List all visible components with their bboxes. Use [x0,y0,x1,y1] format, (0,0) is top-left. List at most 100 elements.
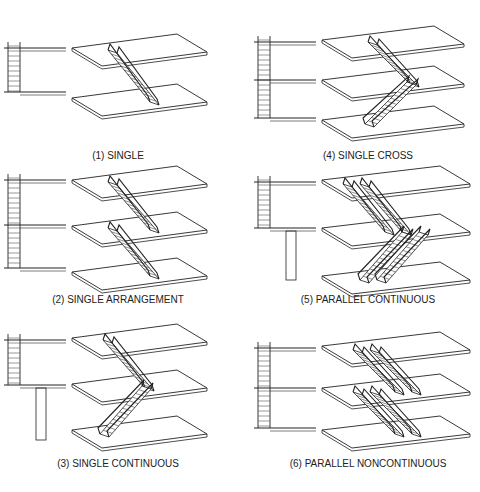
section-rung [258,406,270,407]
escalator-step [382,228,391,231]
section-floor [20,95,66,96]
escalator-handrail [384,229,430,283]
section-view [254,36,316,121]
slab-top [72,34,207,66]
escalator-body [103,340,154,391]
section-rung [8,223,20,224]
escalator-step [379,206,388,209]
escalator-step [409,431,418,434]
slab-top [72,416,207,448]
section-floor [254,118,316,119]
escalator-handrail [108,222,150,276]
section-rung [8,383,20,384]
section-rung [8,348,20,349]
section-floor [20,271,66,272]
section-rung [258,110,270,111]
section-rung [8,198,20,199]
escalator-body [368,42,419,87]
escalator [370,344,421,395]
section-rung [258,115,270,116]
section-wall [270,342,271,428]
caption-label: (2) SINGLE ARRANGEMENT [52,294,184,306]
section-rung [258,416,270,417]
section-rung [258,396,270,397]
section-rung [8,368,20,369]
section-rung [8,373,20,374]
escalator-handrail [368,36,410,84]
section-rung [8,248,20,249]
section-rung [258,60,270,61]
slab-top [322,416,470,448]
section-floor [254,228,316,229]
section-rung [258,200,270,201]
caption-label: (4) SINGLE CROSS [323,150,413,162]
floor-slab [322,262,470,297]
section-rung [258,426,270,427]
section-rung [258,75,270,76]
escalator [368,36,419,87]
escalator-handrail [367,229,413,283]
escalator-step [362,206,371,209]
section-wall [8,42,9,92]
escalator [363,76,418,127]
section-rung [258,85,270,86]
escalator-handrail [117,225,159,279]
escalator-step [147,226,156,229]
section-rung [258,220,270,221]
escalator-body [370,392,421,437]
escalator-body [108,50,159,105]
section-floor [270,431,316,432]
section-rung [8,258,20,259]
escalator-handrail [372,79,418,127]
slab-top [322,26,464,58]
section-rung [8,358,20,359]
section-rung [258,371,270,372]
slab-top [322,66,464,98]
section-column [286,231,296,280]
section-floor [270,121,316,122]
section-rung [8,218,20,219]
section-view [254,342,316,431]
section-rung [8,378,20,379]
section-rung [258,421,270,422]
section-rung [258,205,270,206]
section-column [36,388,46,440]
section-floor [20,51,66,52]
section-floor [254,42,316,43]
section-rung [258,185,270,186]
section-rung [8,61,20,62]
floor-slab [72,34,207,69]
section-wall [270,36,271,118]
section-floor [20,183,66,184]
floor-slab [72,166,207,201]
section-rung [258,95,270,96]
section-floor [270,185,316,186]
section-floor [4,385,66,386]
escalator-step [147,98,156,101]
section-rung [258,70,270,71]
section-wall [8,334,9,385]
section-floor [254,388,316,389]
escalator-handrail [370,344,412,392]
section-rung [8,46,20,47]
slab-top [322,106,464,138]
section-rung [258,45,270,46]
floor-slab [322,332,470,367]
escalator-body [370,350,421,395]
escalator [108,176,159,233]
section-wall [258,36,259,118]
section-rung [8,353,20,354]
section-rung [8,81,20,82]
escalator [108,44,159,105]
escalator-step [409,389,418,392]
slab-top [72,324,207,356]
section-floor [270,45,316,46]
section-rung [258,65,270,66]
escalator-handrail [375,226,421,280]
escalator [103,334,154,391]
section-rung [8,178,20,179]
escalator-handrail [369,181,411,235]
section-floor [4,340,66,341]
section-rung [258,195,270,196]
